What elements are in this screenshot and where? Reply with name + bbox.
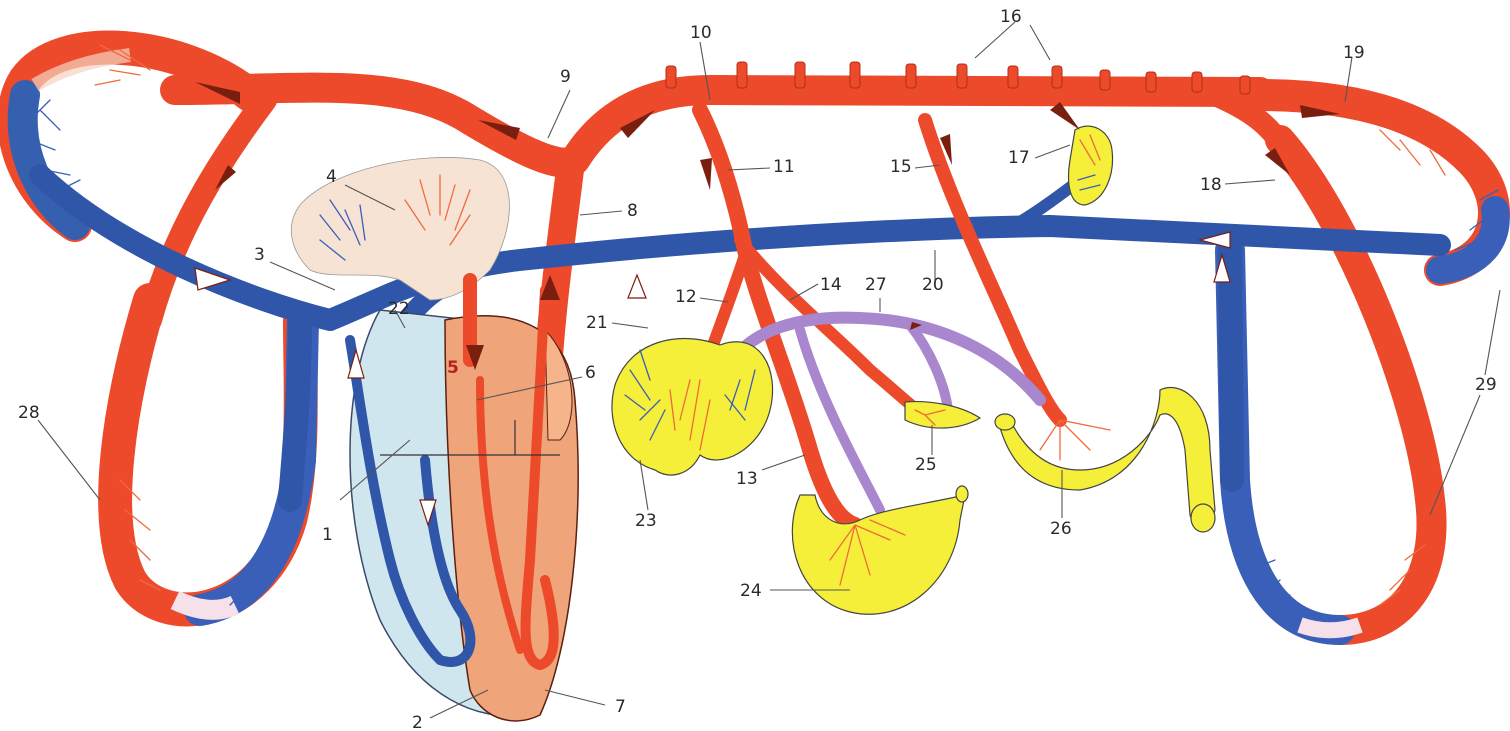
label-26: 26 — [1050, 519, 1072, 539]
label-4: 4 — [326, 167, 337, 187]
label-2: 2 — [412, 713, 423, 731]
label-19: 19 — [1343, 43, 1365, 63]
heart — [291, 157, 578, 721]
label-24: 24 — [740, 581, 762, 601]
label-20: 20 — [922, 275, 944, 295]
artery-15 — [925, 120, 1060, 420]
label-21: 21 — [586, 313, 608, 333]
label-9: 9 — [560, 67, 571, 87]
right-ascending-vein — [1230, 245, 1232, 480]
label-12: 12 — [675, 287, 697, 307]
label-7: 7 — [615, 697, 626, 717]
portal-branch-13 — [800, 330, 880, 510]
label-13: 13 — [736, 469, 758, 489]
organ-26-intestine — [998, 388, 1215, 528]
label-8: 8 — [627, 201, 638, 221]
label-22: 22 — [388, 299, 410, 319]
lower-left-capillary-bed — [115, 300, 303, 610]
label-18: 18 — [1200, 175, 1222, 195]
label-17: 17 — [1008, 148, 1030, 168]
label-3: 3 — [254, 245, 265, 265]
label-11: 11 — [773, 157, 795, 177]
label-27: 27 — [865, 275, 887, 295]
label-10: 10 — [690, 23, 712, 43]
label-14: 14 — [820, 275, 842, 295]
label-28: 28 — [18, 403, 40, 423]
organ-24-stomach — [792, 495, 965, 614]
label-25: 25 — [915, 455, 937, 475]
lower-right-capillary-bed — [1230, 140, 1432, 630]
label-6: 6 — [585, 363, 596, 383]
left-lower-vein — [290, 320, 300, 500]
label-15: 15 — [890, 157, 912, 177]
label-1: 1 — [322, 525, 333, 545]
label-23: 23 — [635, 511, 657, 531]
label-16: 16 — [1000, 7, 1022, 27]
organ-23-liver — [612, 338, 773, 475]
organ-25 — [905, 402, 980, 428]
label-5: 5 — [447, 358, 459, 378]
label-29: 29 — [1475, 375, 1497, 395]
